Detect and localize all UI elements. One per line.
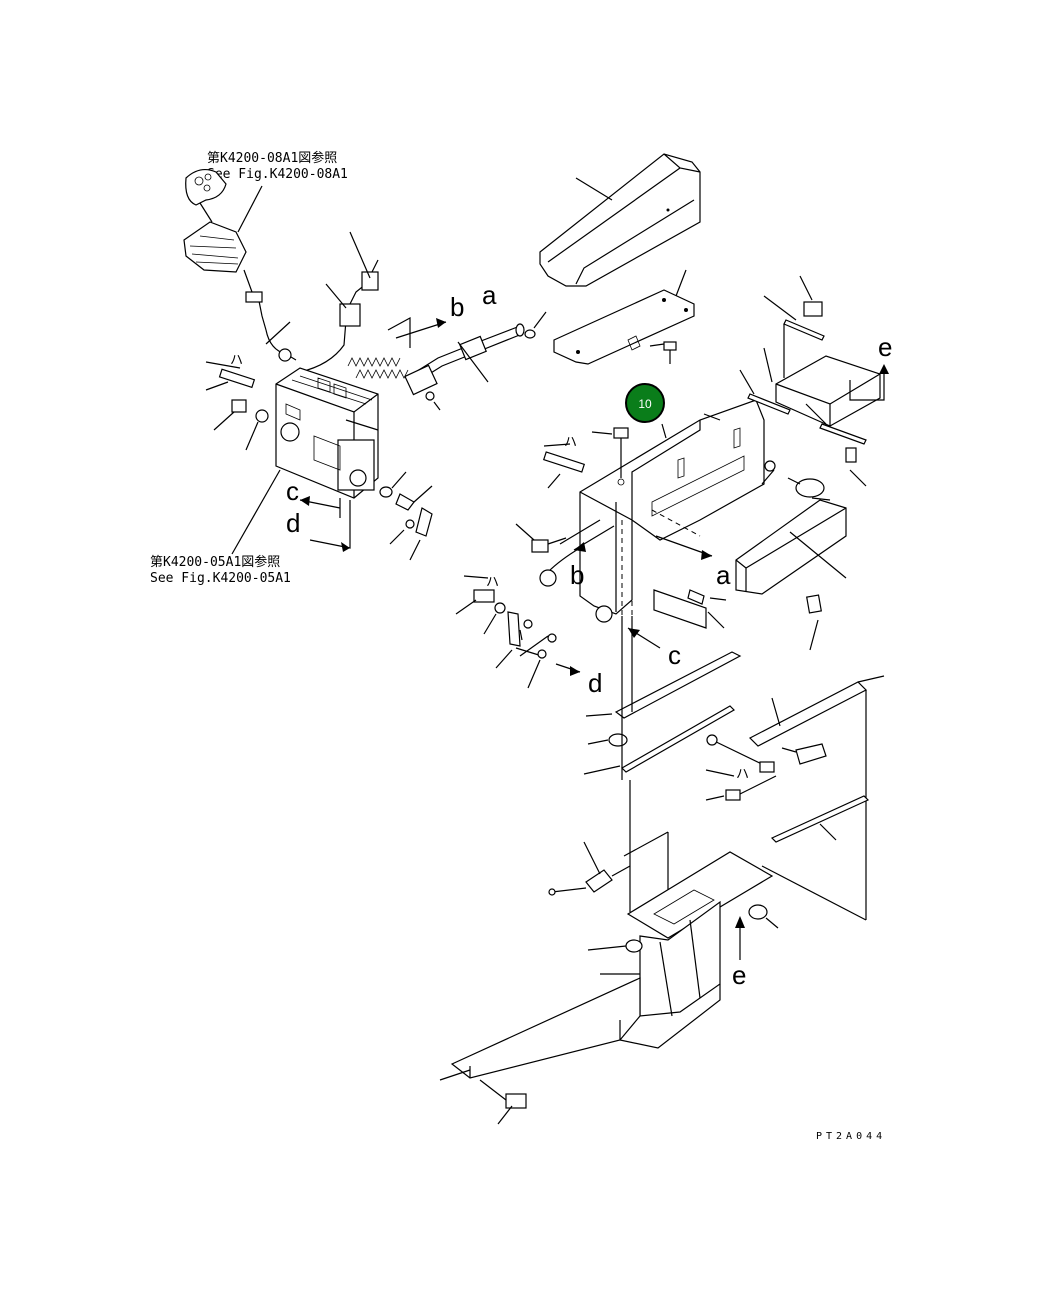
drawing-code: PT2A044 — [816, 1131, 886, 1142]
svg-text:ハ: ハ — [736, 767, 749, 782]
wire-harness — [299, 231, 379, 373]
reference-bottom-jp: 第K4200-05A1図参照 — [150, 554, 280, 570]
pins-right: ハ ハ — [455, 435, 586, 689]
cover-plate — [553, 269, 695, 365]
svg-text:ハ: ハ — [564, 435, 577, 450]
reference-top-en: See Fig.K4200-08A1 — [207, 167, 348, 182]
ref-leader-bottom — [231, 469, 281, 555]
armrest-pad — [539, 153, 701, 287]
letter-a-top: a — [482, 280, 497, 310]
direction-arrows-mid: b a c d — [570, 525, 731, 698]
letter-d-left: d — [286, 508, 300, 538]
letter-a-mid: a — [716, 560, 731, 590]
callout-badge-circle — [625, 383, 665, 423]
floor-stand — [439, 851, 779, 1125]
pins-left: ハ — [205, 353, 433, 561]
spring-rod-group — [347, 311, 547, 411]
side-console — [735, 460, 847, 595]
right-side-panels — [739, 275, 881, 487]
direction-arrows-left: b a c d — [286, 280, 497, 552]
main-bracket — [539, 399, 765, 623]
damper — [548, 841, 631, 896]
control-lever-assembly — [183, 168, 297, 362]
letter-e-top: e — [878, 332, 892, 362]
reference-top: 第K4200-08A1図参照 See Fig.K4200-08A1 — [207, 150, 348, 182]
letter-b-top: b — [450, 292, 464, 322]
valve-body-left — [275, 367, 379, 499]
callout-badge[interactable]: 10 — [625, 383, 665, 423]
svg-text:ハ: ハ — [486, 575, 499, 590]
small-plates — [653, 589, 822, 651]
letter-e-bottom: e — [732, 960, 746, 990]
letter-b-mid: b — [570, 560, 584, 590]
reference-bottom: 第K4200-05A1図参照 See Fig.K4200-05A1 — [150, 554, 291, 586]
arrow-e-top: e — [849, 332, 892, 401]
cover-bolt — [649, 341, 677, 364]
letter-c-right: c — [668, 640, 681, 670]
bracket-bolt-top — [591, 427, 629, 486]
svg-text:ハ: ハ — [230, 353, 243, 368]
cable-linkage: ハ — [705, 675, 885, 920]
letter-d-bottom: d — [588, 668, 602, 698]
reference-bottom-en: See Fig.K4200-05A1 — [150, 571, 291, 586]
reference-top-jp: 第K4200-08A1図参照 — [207, 150, 337, 166]
letter-c-left: c — [286, 476, 299, 506]
arrow-e-bottom: e — [732, 916, 746, 990]
callout-badge-number: 10 — [638, 397, 652, 411]
lower-rails — [583, 616, 742, 775]
